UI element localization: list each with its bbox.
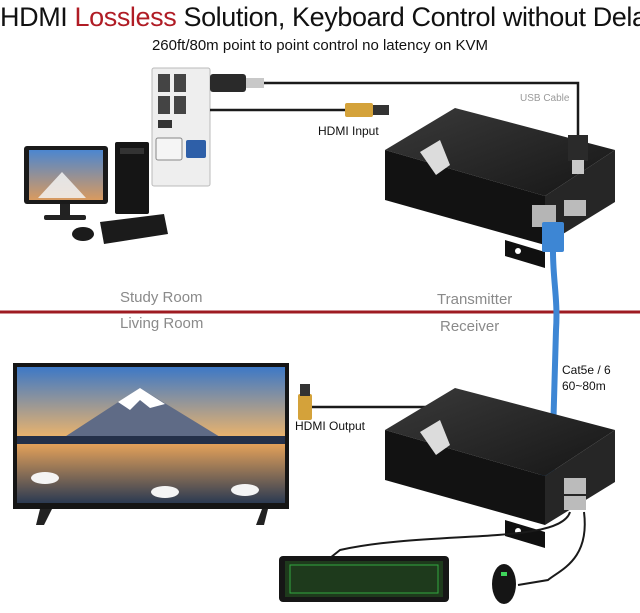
hdmi-output-label: HDMI Output <box>295 419 366 433</box>
pc-case-icon <box>115 142 149 214</box>
receiver-label: Receiver <box>440 318 500 335</box>
title-accent: Lossless <box>74 2 177 32</box>
usb-cable-label: USB Cable <box>520 93 570 104</box>
kvm-receiver-icon <box>385 388 615 548</box>
tv-icon <box>13 363 289 525</box>
cat-cable <box>549 251 560 471</box>
transmitter-label: Transmitter <box>437 291 513 308</box>
mouse-icon <box>72 227 94 241</box>
hdmi-input-label: HDMI Input <box>318 124 379 138</box>
cable-type-label: Cat5e / 6 <box>562 363 611 377</box>
kvm-extender-icon <box>385 108 615 268</box>
gaming-mouse-icon <box>492 564 516 604</box>
hdmi-plug-icon <box>345 103 389 117</box>
gaming-keyboard-icon <box>279 556 449 602</box>
living-room-label: Living Room <box>120 315 204 332</box>
usb-plug-icon <box>210 74 264 92</box>
page-title: HDMI Lossless Solution, Keyboard Control… <box>0 2 640 32</box>
monitor-icon <box>24 146 108 220</box>
cable-range-label: 60~80m <box>562 379 606 393</box>
keyboard-icon <box>100 214 168 244</box>
pc-tower-icon <box>151 67 211 187</box>
study-room-label: Study Room <box>120 289 203 306</box>
page-subtitle: 260ft/80m point to point control no late… <box>151 37 489 54</box>
hdmi-output-plug-icon <box>298 384 312 420</box>
